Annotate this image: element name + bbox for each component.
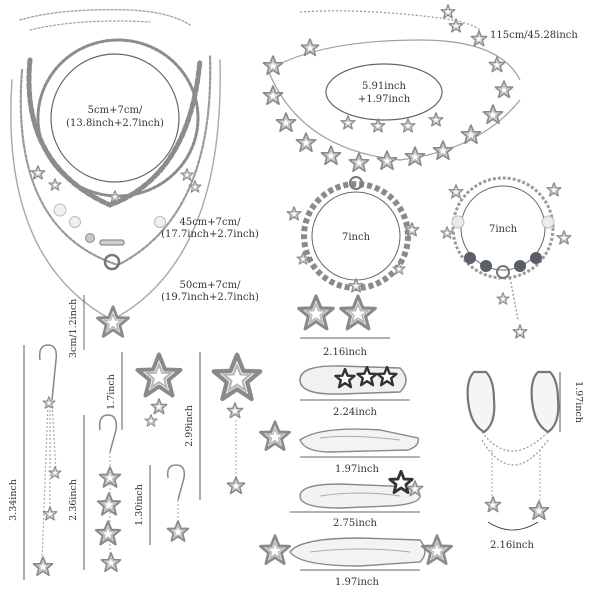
star-chain-belt: [267, 10, 521, 161]
necklace-mid-label-2: (17.7inch+2.7inch): [161, 229, 259, 240]
earring-1-label: 3.34inch: [8, 479, 19, 521]
belt-length-label: 115cm/45.28inch: [490, 30, 578, 41]
layered-necklace: [10, 9, 221, 321]
earring-drop-star: [214, 355, 260, 495]
clip-5-label: 1.97inch: [335, 577, 380, 588]
earring-2-label: 2.36inch: [68, 479, 79, 521]
dimension-arc: [487, 521, 539, 531]
star-charm-icon: [180, 168, 194, 181]
hair-clip-4: [299, 470, 424, 509]
star-pendant-icon: [96, 305, 130, 338]
clip-1-label: 2.16inch: [323, 347, 368, 358]
bracelet-2-label: 7inch: [489, 224, 518, 235]
clip-3-label: 1.97inch: [335, 464, 380, 475]
earring-5-label: 2.99inch: [184, 405, 195, 447]
earring-4-label: 1.7inch: [106, 374, 117, 410]
star-charm-icon: [48, 178, 62, 191]
bracelet-1-label: 7inch: [342, 232, 371, 243]
earring-3-label: 1.30inch: [134, 484, 145, 526]
earring-small: [166, 464, 186, 522]
hair-clip-2: [299, 365, 407, 395]
ear-cuff-height-label: 1.97inch: [573, 381, 584, 423]
earring-long-chain: [38, 344, 58, 561]
bracelet-beaded: [440, 176, 572, 339]
anklet-label-1: 5.91inch: [362, 81, 407, 92]
clip-2-label: 2.24inch: [333, 407, 378, 418]
hair-clip-1: [297, 294, 377, 331]
necklace-outer-label-1: 50cm+7cm/: [179, 280, 241, 291]
star-pendant-label: 3cm/1.2inch: [68, 299, 79, 358]
star-charm-icon: [30, 165, 46, 180]
hair-clip-3: [259, 420, 419, 453]
necklace-inner-label-1: 5cm+7cm/: [88, 105, 143, 116]
clip-4-label: 2.75inch: [333, 518, 378, 529]
earring-stud-star: [135, 352, 183, 427]
anklet-label-2: +1.97inch: [358, 94, 411, 105]
ear-cuff-pair: [466, 370, 560, 500]
necklace-inner-label-2: (13.8inch+2.7inch): [66, 118, 164, 129]
necklace-mid-label-1: 45cm+7cm/: [179, 217, 241, 228]
bracelet-chain: [286, 176, 420, 293]
hair-clip-5: [259, 534, 453, 567]
ear-cuff-width-label: 2.16inch: [490, 540, 535, 551]
necklace-outer-label-2: (19.7inch+2.7inch): [161, 292, 259, 303]
